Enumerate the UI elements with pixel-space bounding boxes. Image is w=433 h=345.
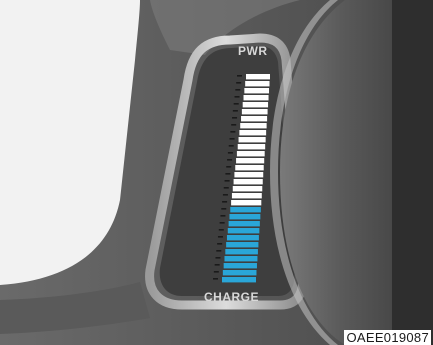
tick-mark (220, 215, 225, 217)
tick-mark (232, 117, 237, 119)
tick-mark (236, 82, 241, 84)
tick-mark (214, 271, 219, 273)
charge-label: CHARGE (204, 290, 259, 304)
tick-mark (225, 173, 230, 175)
power-segment (232, 193, 262, 198)
power-segment (235, 165, 263, 170)
tick-mark (218, 236, 223, 238)
charge-segment (227, 235, 259, 240)
tick-mark (219, 229, 224, 231)
tick-mark (226, 166, 231, 168)
tick-mark (215, 257, 220, 259)
tick-mark (229, 145, 234, 147)
tick-mark (235, 89, 240, 91)
power-segment (246, 74, 270, 79)
power-segment (240, 123, 266, 128)
tick-mark (228, 152, 233, 154)
tick-mark (234, 103, 239, 105)
power-segment (238, 144, 265, 149)
power-segment (243, 102, 268, 107)
tick-mark (221, 208, 226, 210)
tick-mark (227, 159, 232, 161)
tick-mark (235, 96, 240, 98)
power-segment (244, 88, 269, 93)
power-segment (242, 109, 268, 114)
tick-mark (222, 201, 227, 203)
power-segment (231, 200, 261, 205)
power-segment (233, 186, 263, 191)
power-segment (237, 151, 265, 156)
charge-segment (229, 214, 260, 219)
power-segment (241, 116, 267, 121)
tick-mark (237, 75, 242, 77)
power-segment (239, 137, 266, 142)
tick-mark (220, 222, 225, 224)
power-segment (239, 130, 266, 135)
charge-segment (224, 263, 257, 268)
tick-mark (217, 243, 222, 245)
power-segment (234, 179, 263, 184)
power-segment (245, 81, 269, 86)
power-segment (244, 95, 269, 100)
charge-segment (223, 270, 257, 275)
tick-mark (216, 250, 221, 252)
tick-mark (213, 278, 218, 280)
tick-mark (224, 187, 229, 189)
tick-mark (233, 110, 238, 112)
charge-segment (226, 242, 258, 247)
charge-segment (230, 207, 261, 212)
tick-mark (225, 180, 230, 182)
charge-segment (228, 228, 260, 233)
power-segment (234, 172, 263, 177)
tick-mark (230, 131, 235, 133)
charge-segment (225, 249, 258, 254)
charge-segment (229, 221, 260, 226)
tick-mark (215, 264, 220, 266)
main-dial-face (392, 0, 433, 345)
power-segment (236, 158, 264, 163)
tick-mark (230, 138, 235, 140)
tick-mark (223, 194, 228, 196)
charge-segment (222, 277, 256, 282)
charge-segment (224, 256, 257, 261)
image-code: OAEE019087 (344, 330, 431, 345)
tick-mark (231, 124, 236, 126)
pwr-label: PWR (238, 44, 268, 58)
